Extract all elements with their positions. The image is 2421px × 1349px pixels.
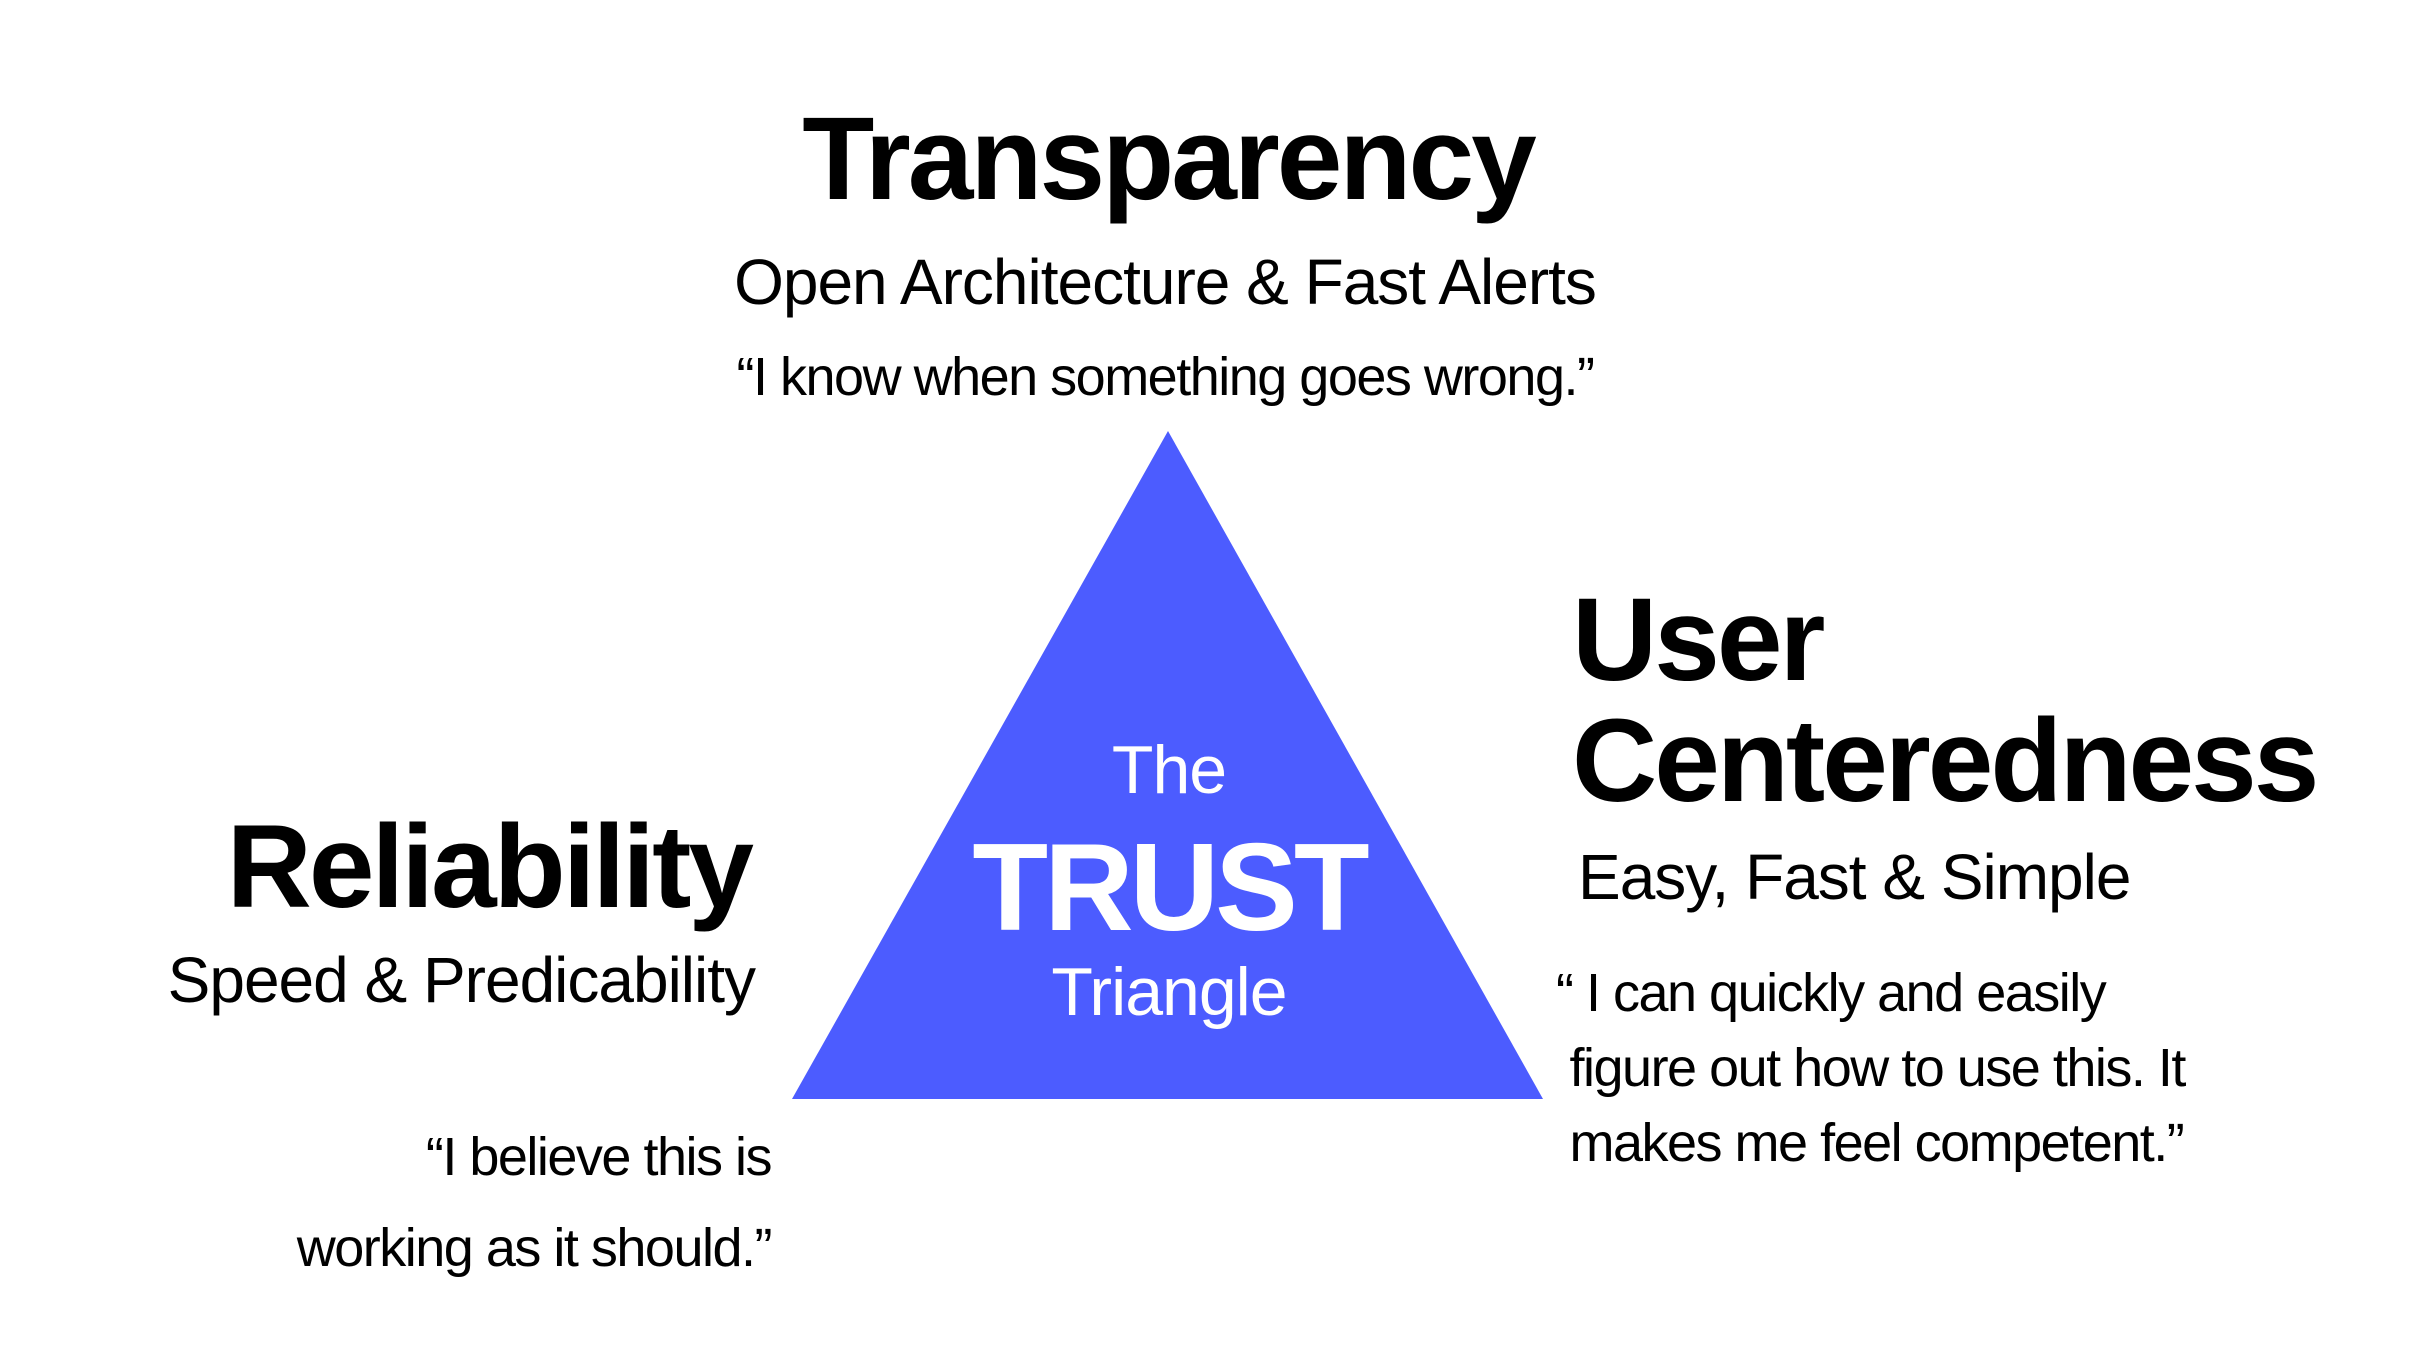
quote-line: “I know when something goes wrong.” bbox=[736, 347, 1595, 407]
triangle-label-triangle: Triangle bbox=[1051, 954, 1287, 1030]
pillar-quote: “I know when something goes wrong.” bbox=[0, 350, 2330, 404]
quote-line: working as it should.” bbox=[296, 1218, 773, 1278]
pillar-quote: “ I can quickly and easily figure out ho… bbox=[1556, 956, 2187, 1181]
triangle-label-trust: TRUST bbox=[972, 819, 1369, 957]
triangle-fill bbox=[792, 431, 1543, 1099]
quote-line: makes me feel competent.” bbox=[1556, 1113, 2185, 1173]
pillar-subtitle: Speed & Predicability bbox=[167, 944, 756, 1016]
pillar-title: Reliability bbox=[226, 801, 754, 933]
triangle-label-the: The bbox=[1111, 732, 1227, 808]
pillar-title-line: Centeredness bbox=[1572, 695, 2319, 827]
quote-line: “I believe this is bbox=[425, 1127, 773, 1187]
pillar-subtitle: Easy, Fast & Simple bbox=[1578, 841, 2131, 913]
pillar-title-line: User bbox=[1572, 574, 1825, 706]
pillar-title: Transparency bbox=[802, 93, 1536, 225]
pillar-quote: “I believe this is working as it should.… bbox=[296, 1112, 773, 1294]
quote-line: “ I can quickly and easily bbox=[1556, 963, 2107, 1023]
quote-line: figure out how to use this. It bbox=[1556, 1038, 2187, 1098]
pillar-title: User Centeredness bbox=[1572, 574, 2319, 827]
pillar-subtitle: Open Architecture & Fast Alerts bbox=[734, 246, 1597, 318]
